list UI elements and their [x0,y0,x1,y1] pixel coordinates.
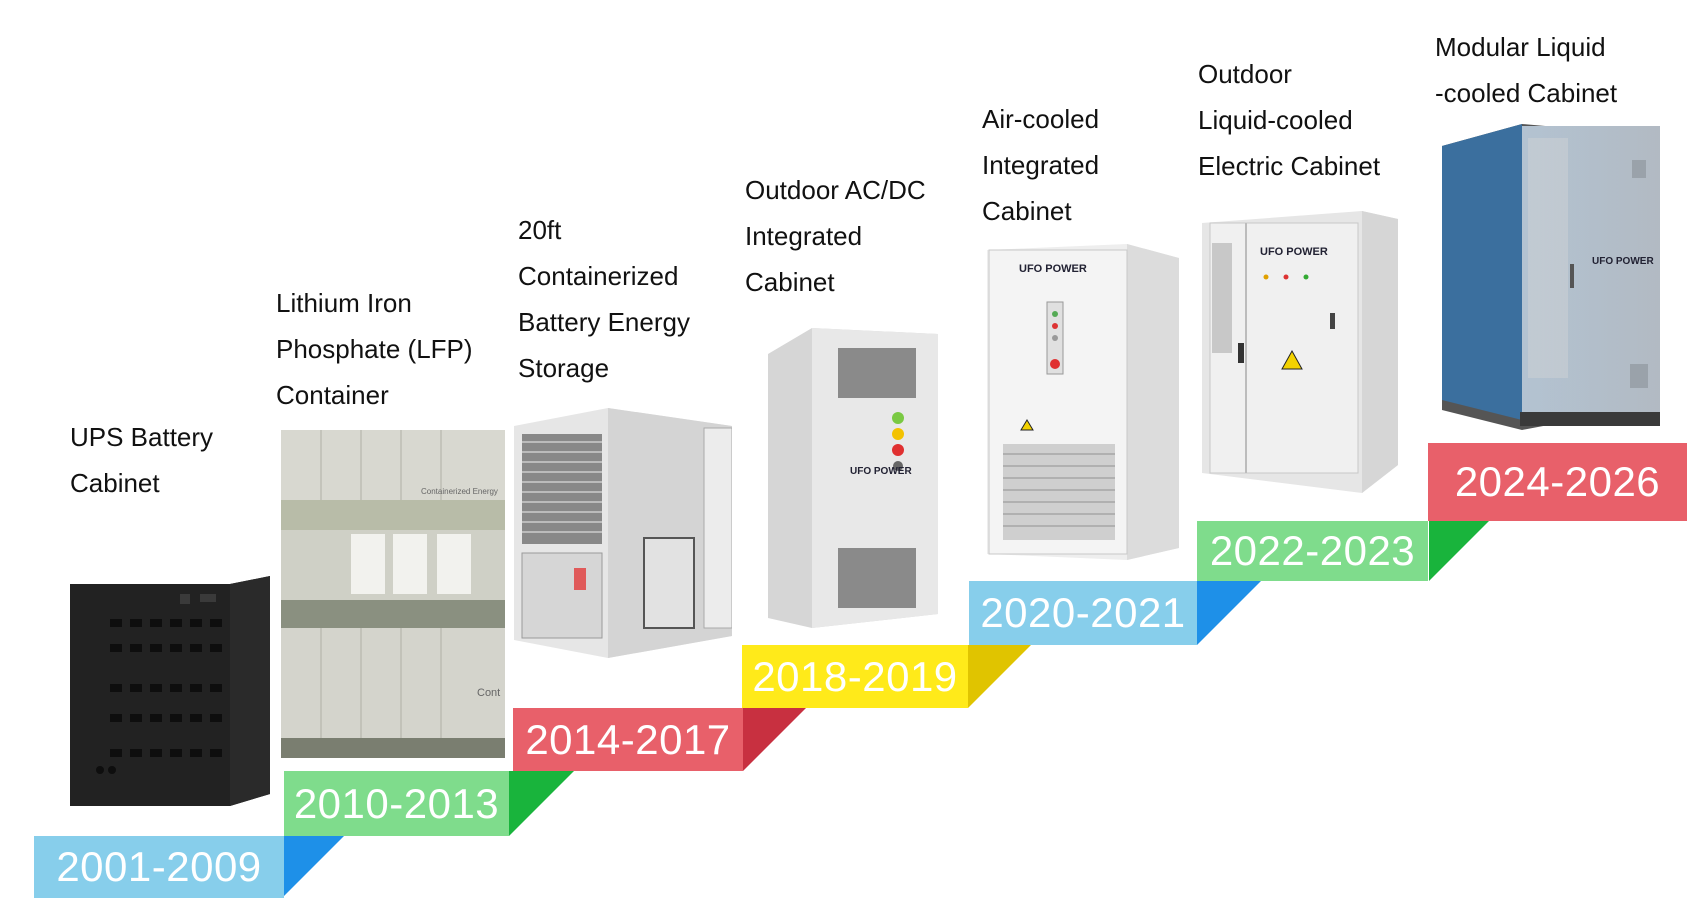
title-acdc-cabinet: Outdoor AC/DC Integrated Cabinet [745,175,926,297]
liquid-cooled-electric-cabinet-image: UFO POWER [1202,203,1398,493]
year-label: 2022-2023 [1209,527,1416,574]
svg-text:Cont: Cont [477,687,500,699]
svg-text:UFO POWER: UFO POWER [1592,256,1654,267]
svg-text:Containerized Energy: Containerized Energy [421,487,498,496]
step-fold-5 [1197,581,1261,645]
lfp-container-image: Containerized Energy Cont [281,430,505,758]
battery-cabinet-image [70,574,270,806]
year-label: 2014-2017 [525,715,731,763]
year-bar-2020-2021: 2020-2021 [969,581,1197,645]
year-label: 2010-2013 [293,779,500,827]
air-cooled-cabinet-image: UFO POWER [987,244,1179,560]
svg-text:UFO POWER: UFO POWER [1019,263,1087,275]
svg-text:UFO POWER: UFO POWER [1260,246,1328,258]
year-bar-2024-2026: 2024-2026 [1428,443,1687,521]
year-label: 2024-2026 [1454,458,1661,505]
title-liquid-cooled-electric-cabinet: Outdoor Liquid-cooled Electric Cabinet [1198,59,1381,181]
modular-liquid-cabinet-image: UFO POWER [1442,124,1660,430]
title-modular-liquid-cabinet: Modular Liquid -cooled Cabinet [1435,32,1618,108]
containerized-bess-image [514,408,732,658]
step-fold-6 [1429,521,1489,581]
year-label: 2001-2009 [56,843,262,890]
acdc-cabinet-image: UFO POWER [768,328,938,628]
svg-text:UFO POWER: UFO POWER [850,466,912,477]
year-bar-2022-2023: 2022-2023 [1197,521,1428,581]
year-label: 2018-2019 [752,652,958,700]
year-bar-2014-2017: 2014-2017 [513,708,743,771]
year-bar-2018-2019: 2018-2019 [742,645,968,708]
year-bar-2001-2009: 2001-2009 [34,836,284,898]
year-label: 2020-2021 [980,589,1186,636]
step-fold-2 [509,771,574,836]
step-fold-3 [743,708,806,771]
title-containerized-bess: 20ft Containerized Battery Energy Storag… [518,215,690,383]
step-fold-4 [968,645,1031,708]
step-fold-1 [284,836,344,896]
title-air-cooled-cabinet: Air-cooled Integrated Cabinet [982,104,1100,226]
year-bar-2010-2013: 2010-2013 [284,771,509,836]
title-ups-battery-cabinet: UPS Battery Cabinet [70,422,214,498]
title-lfp-container: Lithium Iron Phosphate (LFP) Container [276,288,473,410]
